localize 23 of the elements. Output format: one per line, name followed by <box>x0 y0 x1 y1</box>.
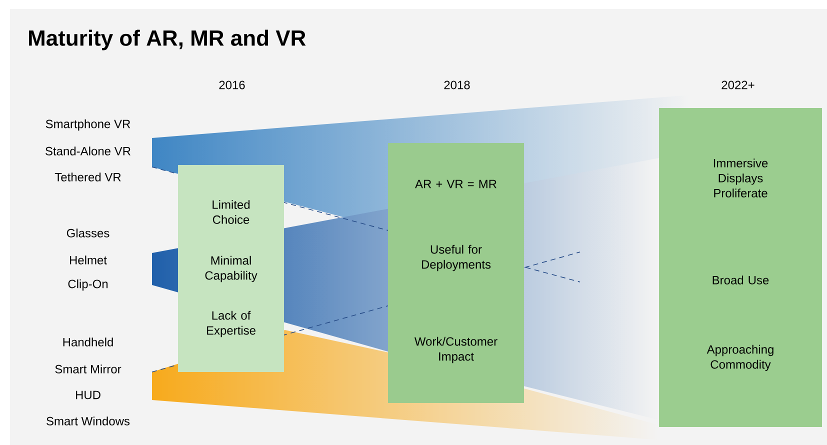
box-text: Lack of Expertise <box>206 310 256 338</box>
box-text: Useful for Deployments <box>422 244 491 272</box>
box-text: Limited Choice <box>212 200 250 224</box>
year-label: 2018 <box>444 80 470 90</box>
category-label: HUD <box>76 390 100 400</box>
category-label: Glasses <box>66 228 110 238</box>
category-label: Smartphone VR <box>46 119 130 131</box>
box-text: Minimal Capability <box>205 256 258 282</box>
category-label: Helmet <box>70 256 107 264</box>
category-label: Smart Windows <box>46 416 130 426</box>
category-label: Tethered VR <box>54 172 121 182</box>
box-text: AR + VR = MR <box>415 180 496 188</box>
category-label: Handheld <box>63 338 113 346</box>
category-label: Stand-Alone VR <box>46 146 130 156</box>
box-text: Immersive Displays Proliferate <box>714 158 768 198</box>
title: Maturity of AR, MR and VR <box>29 30 306 50</box>
category-label: Smart Mirror <box>55 364 122 374</box>
year-label: 2016 <box>219 80 245 90</box>
year-label: 2022+ <box>722 80 754 90</box>
category-label: Clip-On <box>68 279 108 291</box>
box-text: Broad Use <box>712 276 769 284</box>
box-text: Approaching Commodity <box>706 344 774 372</box>
box-text: Work/Customer Impact <box>414 336 498 364</box>
